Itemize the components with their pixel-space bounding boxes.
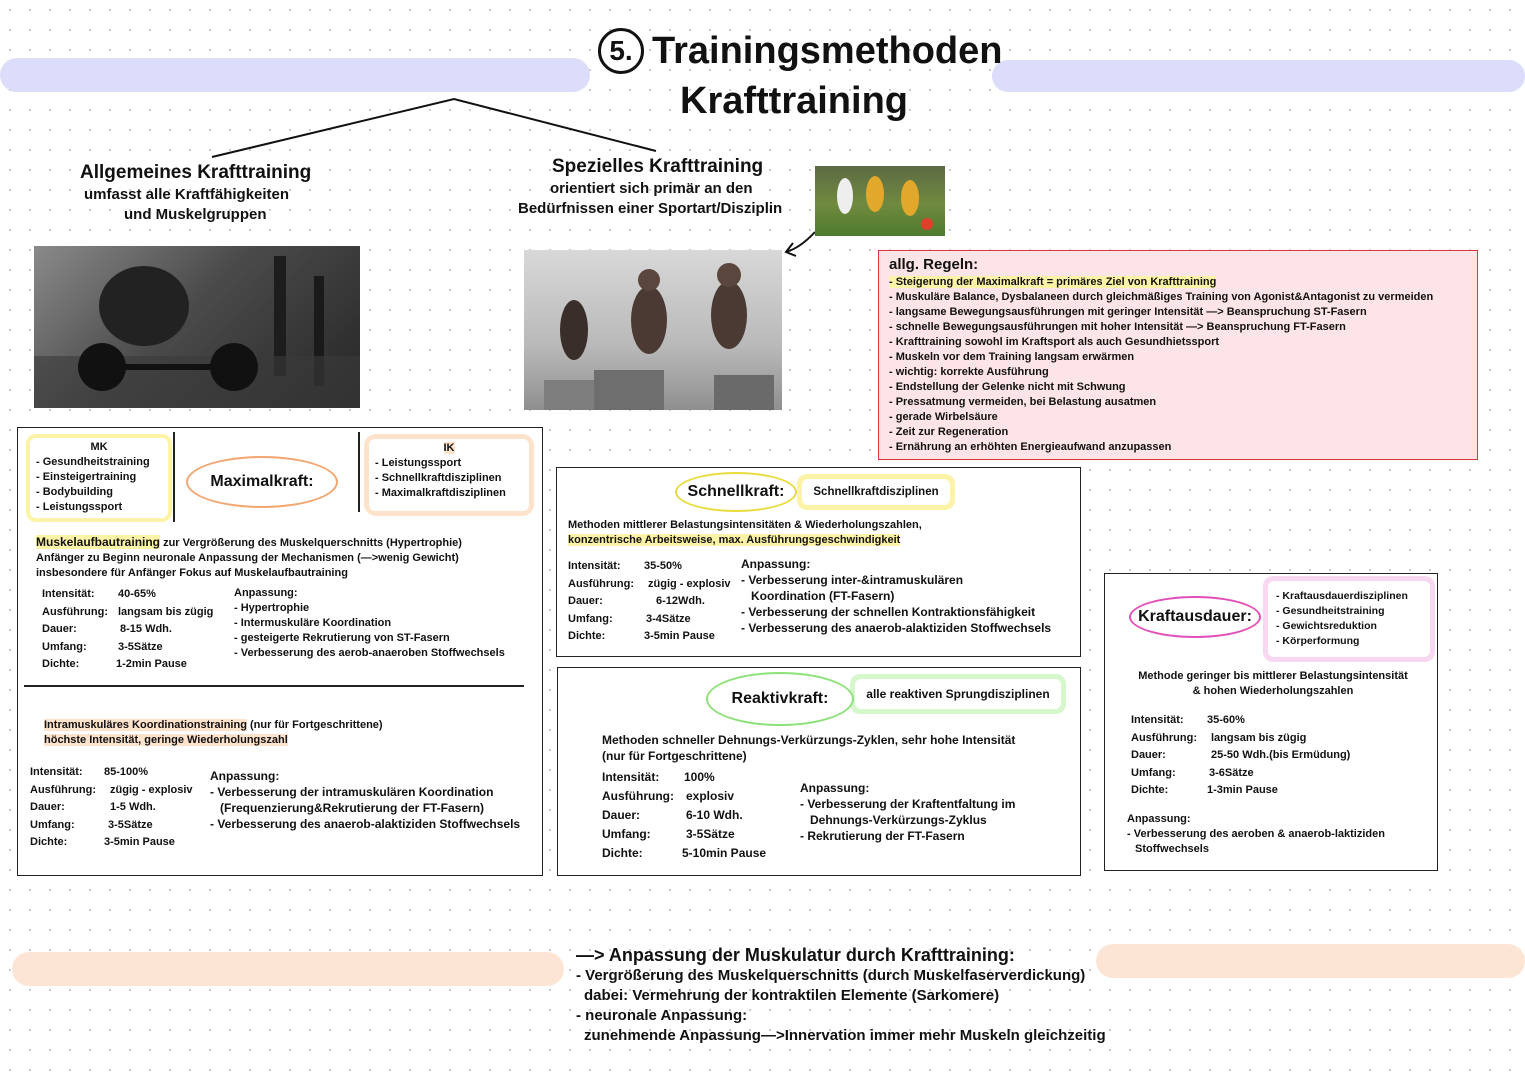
aufbau-anpassung: Anpassung: - Hypertrophie - Intermuskulä… — [234, 587, 505, 659]
branch-lines — [211, 97, 816, 257]
fazit-line: - Vergrößerung des Muskelquerschnitts (d… — [576, 967, 1086, 984]
band-top-right — [992, 60, 1525, 92]
fazit-line: zunehmende Anpassung—>Innervation immer … — [584, 1027, 1106, 1044]
aufbau-text: Muskelaufbautraining zur Vergrößerung de… — [36, 535, 462, 579]
mk-item: - Bodybuilding — [36, 486, 113, 498]
mk-item: - Gesundheitstraining — [36, 456, 150, 468]
regeln-item: - Steigerung der Maximalkraft = primäres… — [889, 276, 1217, 288]
schnellkraft-tag-bg: Schnellkraftdisziplinen — [797, 474, 955, 510]
ik-item: - Leistungssport — [375, 457, 462, 469]
fazit-line: - neuronale Anpassung: — [576, 1007, 748, 1024]
divider-v1 — [173, 432, 175, 522]
kraftausdauer-text: Methode geringer bis mittlerer Belastung… — [1138, 670, 1408, 697]
reaktivkraft-anpassung: Anpassung: - Verbesserung der Kraftentfa… — [800, 781, 1016, 843]
speziell-line1: orientiert sich primär an den — [550, 180, 753, 197]
ikt-anpassung: Anpassung: - Verbesserung der intramusku… — [210, 769, 521, 831]
fazit-title: —> Anpassung der Muskulatur durch Kraftt… — [576, 945, 1015, 965]
mk-title: MK — [90, 441, 108, 453]
schnellkraft-tag: Schnellkraftdisziplinen — [802, 479, 950, 505]
allgemein-heading: Allgemeines Krafttraining — [80, 162, 312, 183]
regeln-item: - schnelle Bewegungsausführungen mit hoh… — [889, 321, 1346, 333]
ikt-params: Intensität:85-100% Ausführung:zügig - ex… — [30, 766, 193, 848]
page-title: Trainingsmethoden — [652, 30, 1003, 72]
allgemein-line2: und Muskelgruppen — [124, 206, 267, 223]
kraftausdauer-params: Intensität:35-60% Ausführung:langsam bis… — [1131, 714, 1351, 796]
regeln-item: - gerade Wirbelsäure — [889, 411, 998, 423]
reaktivkraft-tag-bg: alle reaktiven Sprungdisziplinen — [850, 674, 1066, 714]
kraftausdauer-anpassung: Anpassung: - Verbesserung des aeroben & … — [1127, 813, 1385, 855]
ikt-text: Intramuskuläres Koordinationstraining (n… — [44, 719, 383, 746]
band-top-left — [0, 58, 590, 92]
divider-v2 — [358, 432, 360, 512]
kraftausdauer-label: Kraftausdauer: — [1129, 596, 1261, 638]
regeln-box: allg. Regeln: - Steigerung der Maximalkr… — [878, 250, 1478, 460]
kraftausdauer-tags-bg: - Kraftausdauerdisziplinen - Gesundheits… — [1263, 576, 1435, 662]
mk-box: MK - Gesundheitstraining - Einsteigertra… — [26, 434, 172, 522]
regeln-title: allg. Regeln: — [889, 256, 979, 273]
fazit-line: dabei: Vermehrung der kontraktilen Eleme… — [584, 987, 1000, 1004]
kraftausdauer-box: - Kraftausdauerdisziplinen - Gesundheits… — [1104, 573, 1438, 871]
regeln-item: - Krafttraining sowohl im Kraftsport als… — [889, 336, 1220, 348]
crossfit-photo — [524, 250, 782, 410]
maximalkraft-label: Maximalkraft: — [186, 456, 338, 508]
title-number: 5. — [598, 28, 644, 74]
ik-box: IK - Leistungssport - Schnellkraftdiszip… — [364, 434, 534, 516]
regeln-list: - Steigerung der Maximalkraft = primäres… — [889, 275, 1433, 455]
schnellkraft-box: Schnellkraftdisziplinen Schnellkraft: Me… — [556, 467, 1081, 657]
regeln-item: - Muskuläre Balance, Dysbalaneen durch g… — [889, 291, 1434, 303]
kraftausdauer-tag: - Kraftausdauerdisziplinen — [1276, 590, 1408, 602]
reaktivkraft-box: alle reaktiven Sprungdisziplinen Reaktiv… — [557, 667, 1081, 876]
ik-item: - Maximalkraftdisziplinen — [375, 487, 506, 499]
kraftausdauer-tag: - Körperformung — [1276, 635, 1360, 647]
soccer-photo — [815, 166, 945, 236]
fazit: —> Anpassung der Muskulatur durch Kraftt… — [576, 944, 1106, 1046]
schnellkraft-params: Intensität:35-50% Ausführung:zügig - exp… — [568, 560, 731, 642]
regeln-item: - Ernährung an erhöhten Energieaufwand a… — [889, 441, 1172, 453]
regeln-item: - langsame Bewegungsausführungen mit ger… — [889, 306, 1367, 318]
ik-title: IK — [443, 442, 455, 454]
regeln-item: - wichtig: korrekte Ausführung — [889, 366, 1049, 378]
maximalkraft-box: MK - Gesundheitstraining - Einsteigertra… — [17, 427, 543, 876]
ik-item: - Schnellkraftdisziplinen — [375, 472, 502, 484]
mk-item: - Leistungssport — [36, 501, 123, 513]
kraftausdauer-tag: - Gewichtsreduktion — [1276, 620, 1377, 632]
reaktivkraft-label: Reaktivkraft: — [706, 672, 854, 726]
reaktivkraft-text: Methoden schneller Dehnungs-Verkürzungs-… — [602, 733, 1016, 763]
regeln-item: - Muskeln vor dem Training langsam erwär… — [889, 351, 1135, 363]
speziell-line2: Bedürfnissen einer Sportart/Disziplin — [518, 200, 783, 217]
speziell-heading: Spezielles Krafttraining — [552, 156, 764, 177]
band-bottom-left — [12, 952, 564, 986]
gym-photo — [34, 246, 360, 408]
page-subtitle: Krafttraining — [680, 80, 908, 122]
schnellkraft-text: Methoden mittlerer Belastungsintensitäte… — [568, 519, 922, 546]
kraftausdauer-tag: - Gesundheitstraining — [1276, 605, 1385, 617]
aufbau-params: Intensität:40-65% Ausführung:langsam bis… — [42, 588, 214, 670]
reaktivkraft-params: Intensität:100% Ausführung:explosiv Daue… — [602, 770, 767, 860]
reaktivkraft-tag: alle reaktiven Sprungdisziplinen — [855, 679, 1061, 709]
schnellkraft-anpassung: Anpassung: - Verbesserung inter-&intramu… — [741, 557, 1052, 635]
regeln-item: - Zeit zur Regeneration — [889, 426, 1009, 438]
regeln-item: - Pressatmung vermeiden, bei Belastung a… — [889, 396, 1157, 408]
band-bottom-right — [1096, 944, 1525, 978]
mk-item: - Einsteigertraining — [36, 471, 137, 483]
schnellkraft-label: Schnellkraft: — [675, 472, 797, 512]
regeln-item: - Endstellung der Gelenke nicht mit Schw… — [889, 381, 1126, 393]
divider-h — [24, 685, 524, 687]
allgemein-line1: umfasst alle Kraftfähigkeiten — [84, 186, 290, 203]
